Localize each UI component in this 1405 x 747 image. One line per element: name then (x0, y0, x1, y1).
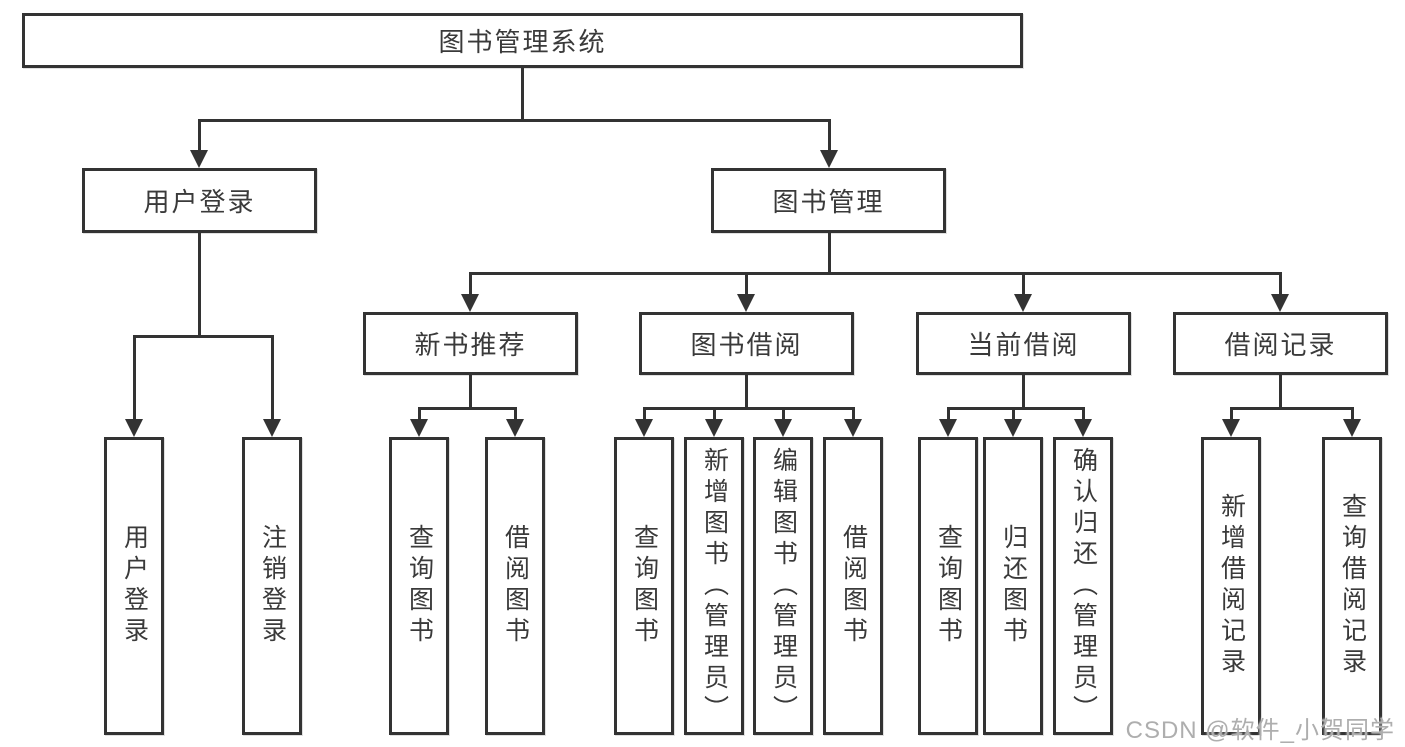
leaf-edit-books-admin: 编辑图书（管理员） (753, 437, 813, 735)
arrow-down-icon (506, 419, 524, 437)
leaf-query-borrow-record: 查询借阅记录 (1322, 437, 1382, 735)
connector-line (643, 407, 646, 419)
connector-line (852, 407, 855, 419)
node-label: 新书推荐 (414, 330, 527, 360)
connector-line (782, 407, 785, 419)
leaf-query-books: 查询图书 (389, 437, 449, 735)
arrow-down-icon (705, 419, 723, 437)
leaf-confirm-return-admin: 确认归还（管理员） (1053, 437, 1113, 735)
node-book-borrowing: 图书借阅 (639, 312, 854, 375)
node-label: 用户登录 (143, 187, 256, 217)
connector-line (1022, 272, 1025, 296)
leaf-add-books-admin: 新增图书（管理员） (684, 437, 744, 735)
node-book-management: 图书管理 (711, 168, 946, 233)
connector-line (1230, 407, 1233, 419)
leaf-user-login: 用户登录 (104, 437, 164, 735)
connector-line (643, 407, 855, 410)
node-label: 图书借阅 (690, 330, 803, 360)
leaf-borrow-books: 借阅图书 (485, 437, 545, 735)
connector-line (198, 119, 201, 150)
connector-line (521, 68, 524, 120)
leaf-logout: 注销登录 (242, 437, 302, 735)
connector-line (469, 272, 1282, 275)
connector-line (745, 272, 748, 296)
connector-line (1230, 407, 1354, 410)
connector-line (1279, 272, 1282, 296)
arrow-down-icon (1074, 419, 1092, 437)
arrow-down-icon (820, 150, 838, 168)
node-current-borrowing: 当前借阅 (916, 312, 1131, 375)
connector-line (271, 335, 274, 419)
node-borrowing-records: 借阅记录 (1173, 312, 1388, 375)
leaf-query-books: 查询图书 (614, 437, 674, 735)
connector-line (1351, 407, 1354, 419)
connector-line (1022, 375, 1025, 410)
connector-line (1082, 407, 1085, 419)
connector-line (947, 407, 950, 419)
node-label: 图书管理 (772, 187, 885, 217)
arrow-down-icon (125, 419, 143, 437)
connector-line (1012, 407, 1015, 419)
leaf-return-books: 归还图书 (983, 437, 1043, 735)
connector-line (828, 233, 831, 274)
leaf-query-books: 查询图书 (918, 437, 978, 735)
arrow-down-icon (1004, 419, 1022, 437)
connector-line (745, 375, 748, 410)
connector-line (514, 407, 517, 419)
node-root-book-management-system: 图书管理系统 (22, 13, 1023, 68)
arrow-down-icon (737, 294, 755, 312)
connector-line (418, 407, 421, 419)
connector-line (133, 335, 274, 338)
node-label: 当前借阅 (967, 330, 1080, 360)
node-label: 借阅记录 (1224, 330, 1337, 360)
node-label: 图书管理系统 (438, 27, 607, 57)
arrow-down-icon (1343, 419, 1361, 437)
leaf-add-borrow-record: 新增借阅记录 (1201, 437, 1261, 735)
arrow-down-icon (635, 419, 653, 437)
arrow-down-icon (190, 150, 208, 168)
arrow-down-icon (774, 419, 792, 437)
connector-line (713, 407, 716, 419)
arrow-down-icon (410, 419, 428, 437)
connector-line (418, 407, 517, 410)
connector-line (198, 233, 201, 336)
node-user-login: 用户登录 (82, 168, 317, 233)
arrow-down-icon (1222, 419, 1240, 437)
connector-line (198, 119, 830, 122)
csdn-watermark: CSDN @软件_小贺同学 (1125, 717, 1395, 744)
arrow-down-icon (939, 419, 957, 437)
connector-line (828, 119, 831, 150)
connector-line (469, 272, 472, 296)
connector-line (469, 375, 472, 410)
arrow-down-icon (844, 419, 862, 437)
arrow-down-icon (461, 294, 479, 312)
connector-line (1279, 375, 1282, 410)
node-new-book-recommendation: 新书推荐 (363, 312, 578, 375)
leaf-borrow-books: 借阅图书 (823, 437, 883, 735)
arrow-down-icon (1271, 294, 1289, 312)
connector-line (947, 407, 1085, 410)
arrow-down-icon (1014, 294, 1032, 312)
connector-line (133, 335, 136, 419)
arrow-down-icon (263, 419, 281, 437)
